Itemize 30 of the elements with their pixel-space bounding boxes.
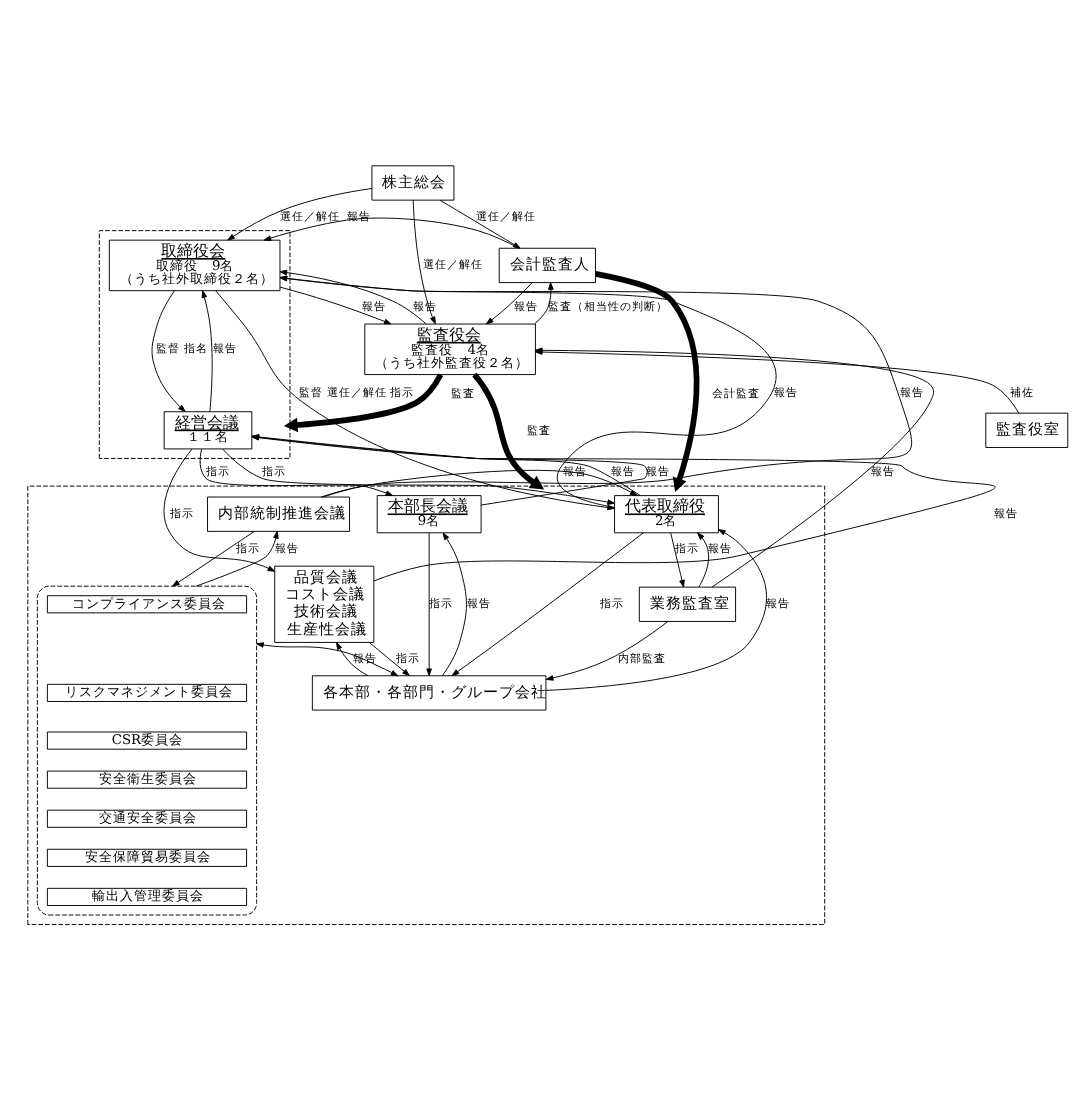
arrow: [163, 447, 276, 571]
arrow: [222, 447, 615, 504]
arrow: [279, 268, 427, 324]
arrow: [545, 620, 669, 680]
arrow: [172, 530, 255, 586]
arrow: [426, 531, 432, 676]
arrow: [279, 274, 913, 497]
arrow: [441, 531, 467, 676]
arrow: [151, 289, 186, 412]
arrow: [199, 447, 394, 496]
arrow: [485, 281, 533, 324]
arrow: [279, 285, 392, 324]
arrow: [201, 289, 213, 411]
arrow: [472, 371, 545, 489]
arrow: [451, 531, 644, 676]
arrow: [227, 186, 373, 240]
arrow: [256, 641, 399, 676]
arrow: [697, 531, 710, 587]
arrow: [279, 274, 777, 507]
arrow: [336, 641, 369, 676]
arrow: [595, 270, 700, 491]
arrow: [534, 281, 554, 324]
cluster: [36, 584, 258, 915]
arrow: [670, 531, 685, 587]
arrow: [368, 641, 410, 676]
arrow: [195, 529, 279, 586]
arrow: [322, 468, 638, 497]
arrow: [412, 198, 436, 324]
arrow: [545, 528, 767, 690]
arrow: [283, 372, 444, 432]
